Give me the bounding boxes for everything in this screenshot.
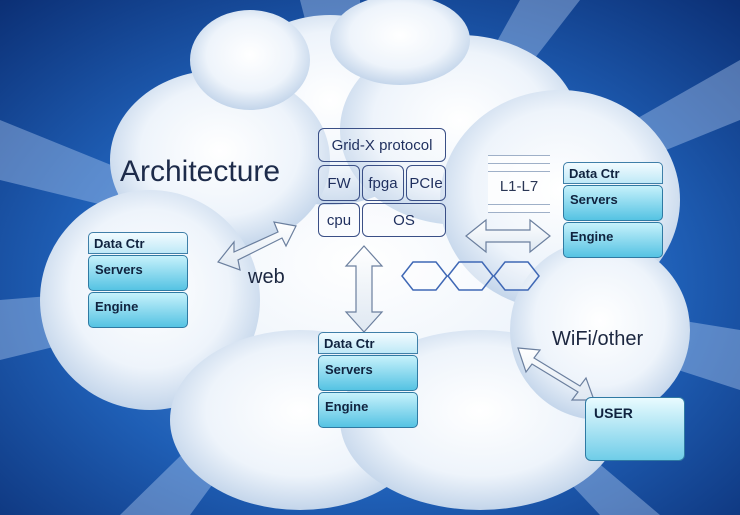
data-center-header: Data Ctr — [318, 332, 418, 354]
grid-x-protocol-block: Grid-X protocol — [318, 128, 446, 162]
servers-box: Servers — [88, 255, 188, 291]
data-center-header: Data Ctr — [563, 162, 663, 184]
data-center-bottom: Data Ctr Servers Engine — [318, 332, 418, 432]
diagram-title: Architecture — [120, 155, 281, 188]
fpga-block: fpga — [362, 165, 404, 201]
horizontal-double-arrow — [465, 218, 551, 254]
user-box: USER — [585, 397, 685, 461]
web-double-arrow — [217, 221, 297, 271]
hexagon-chain — [401, 261, 540, 291]
servers-box: Servers — [318, 355, 418, 391]
pcie-block: PCIe — [406, 165, 446, 201]
engine-box: Engine — [318, 392, 418, 428]
data-center-right: Data Ctr Servers Engine — [563, 162, 663, 262]
cpu-block: cpu — [318, 203, 360, 237]
engine-box: Engine — [563, 222, 663, 258]
data-center-left: Data Ctr Servers Engine — [88, 232, 188, 332]
servers-box: Servers — [563, 185, 663, 221]
web-label: web — [248, 266, 285, 288]
fw-block: FW — [318, 165, 360, 201]
data-center-header: Data Ctr — [88, 232, 188, 254]
layers-label: L1-L7 — [499, 178, 539, 195]
engine-box: Engine — [88, 292, 188, 328]
layers-stack: L1-L7 — [488, 155, 550, 213]
os-block: OS — [362, 203, 446, 237]
wifi-label: WiFi/other — [552, 328, 644, 350]
